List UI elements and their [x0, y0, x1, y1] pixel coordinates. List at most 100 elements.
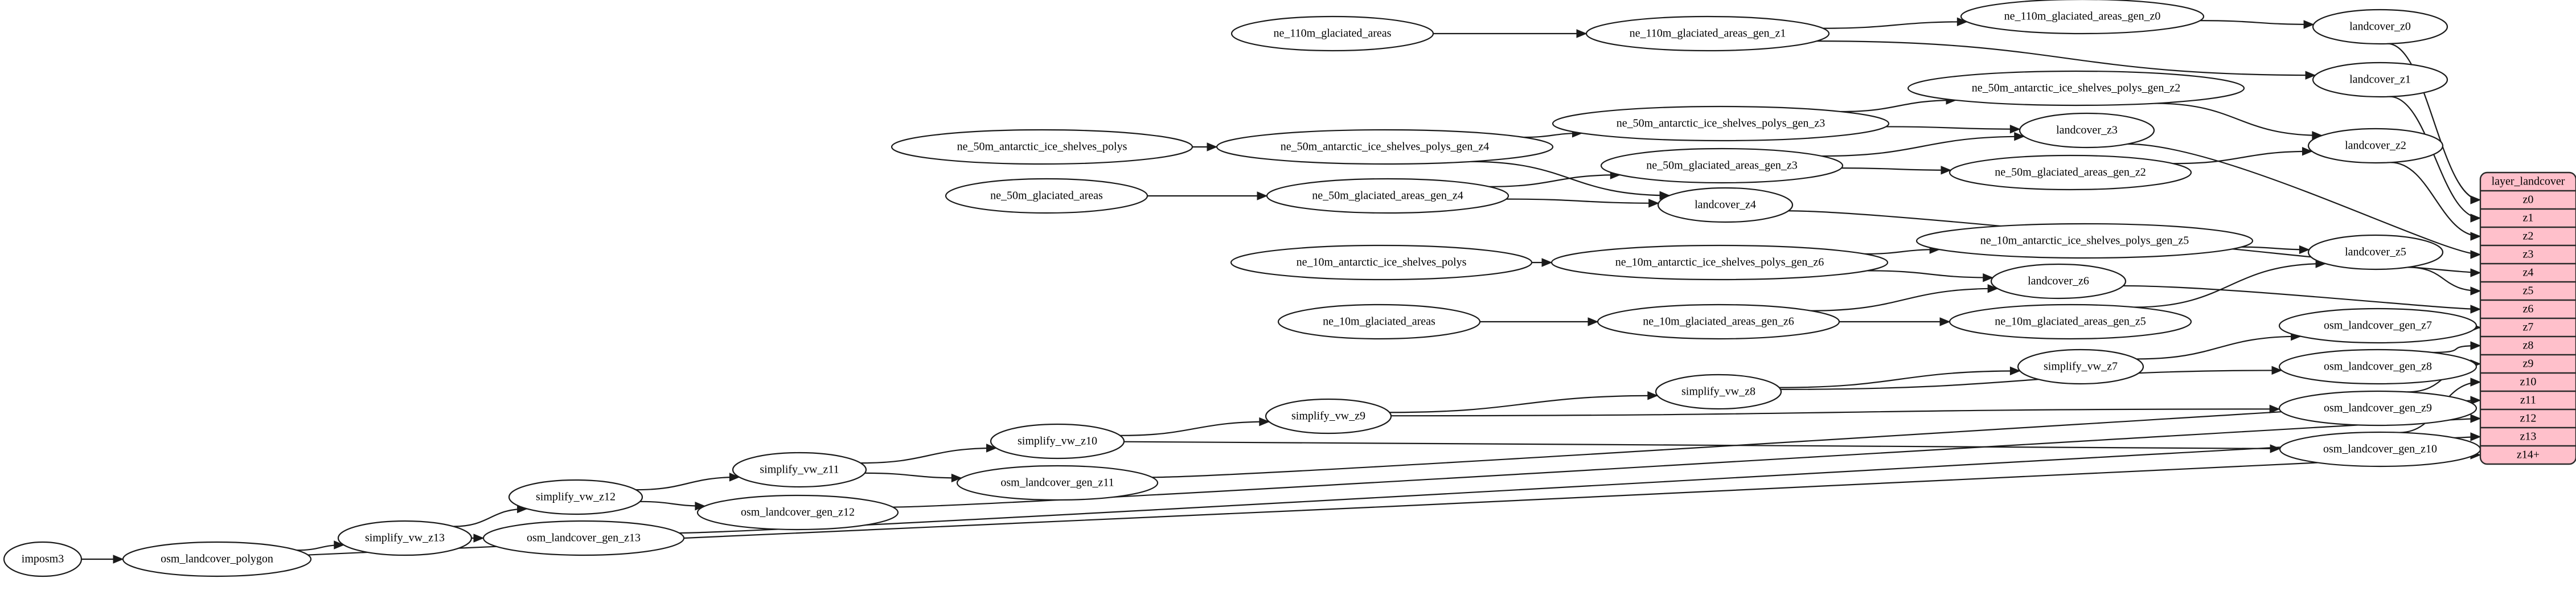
node-ne_110m_glaciated_areas_gen_z0[interactable]: ne_110m_glaciated_areas_gen_z0	[1960, 0, 2205, 35]
node-ne_50m_antarctic_ice_shelves_polys_gen_z4[interactable]: ne_50m_antarctic_ice_shelves_polys_gen_z…	[1216, 129, 1554, 165]
edge-ne_50m_glaciated_areas_gen_z3-to-landcover_z3	[1822, 136, 2024, 157]
arrowhead-ne_10m_antarctic_ice_shelves_polys-to-ne_10m_antarctic_ice_shelves_polys_gen_z6	[1541, 258, 1553, 267]
node-ne_110m_glaciated_areas_gen_z1[interactable]: ne_110m_glaciated_areas_gen_z1	[1585, 15, 1830, 52]
node-ne_50m_antarctic_ice_shelves_polys[interactable]: ne_50m_antarctic_ice_shelves_polys	[891, 129, 1193, 165]
node-shape-simplify_vw_z8[interactable]	[1655, 374, 1782, 410]
node-shape-ne_50m_antarctic_ice_shelves_polys[interactable]	[891, 129, 1193, 165]
node-shape-osm_landcover_gen_z9[interactable]	[2278, 390, 2477, 427]
node-shape-ne_50m_glaciated_areas_gen_z4[interactable]	[1266, 178, 1509, 214]
node-ne_50m_glaciated_areas_gen_z4[interactable]: ne_50m_glaciated_areas_gen_z4	[1266, 178, 1509, 214]
node-ne_50m_glaciated_areas[interactable]: ne_50m_glaciated_areas	[945, 178, 1148, 214]
node-shape-ne_10m_antarctic_ice_shelves_polys_gen_z5[interactable]	[1915, 223, 2254, 259]
node-ne_50m_antarctic_ice_shelves_polys_gen_z2[interactable]: ne_50m_antarctic_ice_shelves_polys_gen_z…	[1907, 70, 2245, 106]
node-shape-ne_50m_glaciated_areas_gen_z2[interactable]	[1949, 154, 2192, 191]
arrowhead-ne_110m_glaciated_areas_gen_z0-to-landcover_z0	[2303, 20, 2315, 29]
node-shape-ne_10m_glaciated_areas_gen_z6[interactable]	[1597, 304, 1840, 340]
node-shape-ne_50m_glaciated_areas[interactable]	[945, 178, 1148, 214]
arrowhead-simplify_vw_z8-to-osm_landcover_gen_z8	[2271, 366, 2283, 375]
arrowhead-simplify_vw_z12-to-simplify_vw_z11	[729, 473, 740, 482]
node-shape-osm_landcover_polygon[interactable]	[122, 541, 312, 577]
node-shape-ne_50m_antarctic_ice_shelves_polys_gen_z3[interactable]	[1552, 105, 1890, 142]
node-ne_10m_antarctic_ice_shelves_polys[interactable]: ne_10m_antarctic_ice_shelves_polys	[1230, 244, 1533, 281]
node-shape-landcover_z3[interactable]	[2019, 112, 2155, 149]
node-simplify_vw_z9[interactable]: simplify_vw_z9	[1265, 398, 1392, 434]
node-shape-ne_50m_antarctic_ice_shelves_polys_gen_z2[interactable]	[1907, 70, 2245, 106]
node-ne_10m_glaciated_areas_gen_z5[interactable]: ne_10m_glaciated_areas_gen_z5	[1949, 304, 2192, 340]
node-shape-landcover_z2[interactable]	[2307, 128, 2444, 164]
node-simplify_vw_z10[interactable]: simplify_vw_z10	[990, 423, 1125, 460]
node-landcover_z6[interactable]: landcover_z6	[1990, 263, 2127, 300]
node-shape-ne_10m_glaciated_areas[interactable]	[1277, 304, 1481, 340]
node-simplify_vw_z12[interactable]: simplify_vw_z12	[508, 479, 643, 515]
node-ne_110m_glaciated_areas[interactable]: ne_110m_glaciated_areas	[1230, 15, 1434, 52]
node-shape-simplify_vw_z9[interactable]	[1265, 398, 1392, 434]
node-ne_50m_glaciated_areas_gen_z2[interactable]: ne_50m_glaciated_areas_gen_z2	[1949, 154, 2192, 191]
node-osm_landcover_gen_z10[interactable]: osm_landcover_gen_z10	[2279, 431, 2481, 468]
node-shape-imposm3[interactable]	[3, 541, 83, 577]
node-shape-osm_landcover_gen_z11[interactable]	[956, 465, 1159, 501]
node-shape-ne_10m_glaciated_areas_gen_z5[interactable]	[1949, 304, 2192, 340]
edge-ne_50m_glaciated_areas_gen_z3-to-ne_50m_glaciated_areas_gen_z2	[1841, 167, 1951, 171]
arrowhead-osm_landcover_gen_z13-to-layer_landcover_z13	[2470, 432, 2481, 441]
node-ne_50m_glaciated_areas_gen_z3[interactable]: ne_50m_glaciated_areas_gen_z3	[1600, 147, 1844, 184]
node-osm_landcover_gen_z12[interactable]: osm_landcover_gen_z12	[696, 494, 899, 531]
node-osm_landcover_polygon[interactable]: osm_landcover_polygon	[122, 541, 312, 577]
arrowhead-landcover_z1-to-layer_landcover_z1	[2470, 214, 2481, 223]
arrowhead-landcover_z2-to-layer_landcover_z2	[2470, 232, 2481, 241]
arrowhead-osm_landcover_gen_z8-to-layer_landcover_z8	[2470, 341, 2481, 350]
node-imposm3[interactable]: imposm3	[3, 541, 83, 577]
node-ne_10m_glaciated_areas_gen_z6[interactable]: ne_10m_glaciated_areas_gen_z6	[1597, 304, 1840, 340]
node-landcover_z1[interactable]: landcover_z1	[2312, 61, 2448, 98]
node-shape-ne_50m_glaciated_areas_gen_z3[interactable]	[1600, 147, 1844, 184]
node-shape-ne_110m_glaciated_areas_gen_z0[interactable]	[1960, 0, 2205, 35]
node-shape-ne_110m_glaciated_areas[interactable]	[1230, 15, 1434, 52]
edge-simplify_vw_z9-to-simplify_vw_z8	[1389, 395, 1658, 413]
node-shape-osm_landcover_gen_z10[interactable]	[2279, 431, 2481, 468]
node-shape-landcover_z4[interactable]	[1657, 187, 1794, 223]
node-shape-ne_50m_antarctic_ice_shelves_polys_gen_z4[interactable]	[1216, 129, 1554, 165]
edge-ne_110m_glaciated_areas_gen_z1-to-ne_110m_glaciated_areas_gen_z0	[1823, 21, 1967, 29]
node-ne_10m_antarctic_ice_shelves_polys_gen_z6[interactable]: ne_10m_antarctic_ice_shelves_polys_gen_z…	[1550, 244, 1889, 281]
node-osm_landcover_gen_z8[interactable]: osm_landcover_gen_z8	[2278, 348, 2477, 385]
node-ne_10m_glaciated_areas[interactable]: ne_10m_glaciated_areas	[1277, 304, 1481, 340]
edge-ne_50m_antarctic_ice_shelves_polys_gen_z3-to-ne_50m_antarctic_ice_shelves_polys_gen_z2	[1841, 99, 1956, 113]
edge-ne_50m_glaciated_areas_gen_z4-to-ne_50m_glaciated_areas_gen_z3	[1489, 174, 1621, 187]
node-shape-landcover_z1[interactable]	[2312, 61, 2448, 98]
node-simplify_vw_z7[interactable]: simplify_vw_z7	[2017, 348, 2144, 385]
node-osm_landcover_gen_z11[interactable]: osm_landcover_gen_z11	[956, 465, 1159, 501]
node-shape-landcover_z6[interactable]	[1990, 263, 2127, 300]
node-osm_landcover_gen_z13[interactable]: osm_landcover_gen_z13	[482, 520, 685, 556]
arrowhead-ne_110m_glaciated_areas-to-ne_110m_glaciated_areas_gen_z1	[1576, 29, 1588, 38]
node-shape-osm_landcover_gen_z13[interactable]	[482, 520, 685, 556]
node-shape-simplify_vw_z7[interactable]	[2017, 348, 2144, 385]
node-shape-osm_landcover_gen_z12[interactable]	[696, 494, 899, 531]
arrowhead-ne_50m_glaciated_areas_gen_z4-to-landcover_z4	[1648, 199, 1659, 208]
node-landcover_z4[interactable]: landcover_z4	[1657, 187, 1794, 223]
node-shape-simplify_vw_z13[interactable]	[337, 520, 473, 556]
node-shape-simplify_vw_z10[interactable]	[990, 423, 1125, 460]
arrowhead-landcover_z0-to-layer_landcover_z0	[2470, 195, 2481, 204]
node-shape-simplify_vw_z11[interactable]	[732, 452, 867, 488]
node-shape-ne_10m_antarctic_ice_shelves_polys_gen_z6[interactable]	[1550, 244, 1889, 281]
node-shape-osm_landcover_gen_z8[interactable]	[2278, 348, 2477, 385]
node-simplify_vw_z8[interactable]: simplify_vw_z8	[1655, 374, 1782, 410]
node-landcover_z0[interactable]: landcover_z0	[2312, 9, 2448, 45]
node-ne_50m_antarctic_ice_shelves_polys_gen_z3[interactable]: ne_50m_antarctic_ice_shelves_polys_gen_z…	[1552, 105, 1890, 142]
arrowhead-landcover_z3-to-layer_landcover_z3	[2470, 250, 2481, 259]
node-landcover_z2[interactable]: landcover_z2	[2307, 128, 2444, 164]
node-shape-simplify_vw_z12[interactable]	[508, 479, 643, 515]
node-shape-ne_110m_glaciated_areas_gen_z1[interactable]	[1585, 15, 1830, 52]
node-shape-landcover_z0[interactable]	[2312, 9, 2448, 45]
node-shape-ne_10m_antarctic_ice_shelves_polys[interactable]	[1230, 244, 1533, 281]
arrowhead-landcover_z5-to-layer_landcover_z5	[2470, 286, 2481, 296]
node-osm_landcover_gen_z7[interactable]: osm_landcover_gen_z7	[2278, 307, 2477, 344]
node-simplify_vw_z13[interactable]: simplify_vw_z13	[337, 520, 473, 556]
node-landcover_z3[interactable]: landcover_z3	[2019, 112, 2155, 149]
node-ne_10m_antarctic_ice_shelves_polys_gen_z5[interactable]: ne_10m_antarctic_ice_shelves_polys_gen_z…	[1915, 223, 2254, 259]
node-simplify_vw_z11[interactable]: simplify_vw_z11	[732, 452, 867, 488]
node-osm_landcover_gen_z9[interactable]: osm_landcover_gen_z9	[2278, 390, 2477, 427]
node-shape-osm_landcover_gen_z7[interactable]	[2278, 307, 2477, 344]
node-shape-landcover_z5[interactable]	[2307, 234, 2444, 270]
node-landcover_z5[interactable]: landcover_z5	[2307, 234, 2444, 270]
